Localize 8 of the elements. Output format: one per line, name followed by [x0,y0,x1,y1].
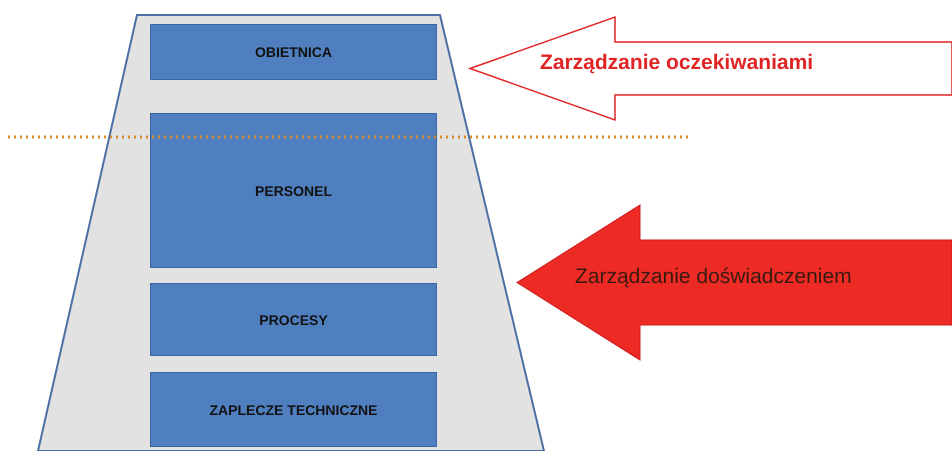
layer-box: ZAPLECZE TECHNICZNE [150,372,437,447]
block-arrow [517,205,952,360]
arrow-label: Zarządzanie oczekiwaniami [540,51,814,75]
layer-box: OBIETNICA [150,24,437,80]
layer-box: PERSONEL [150,113,437,268]
layer-box: PROCESY [150,283,437,356]
arrow-label: Zarządzanie doświadczeniem [575,265,852,289]
block-arrow [470,17,952,120]
